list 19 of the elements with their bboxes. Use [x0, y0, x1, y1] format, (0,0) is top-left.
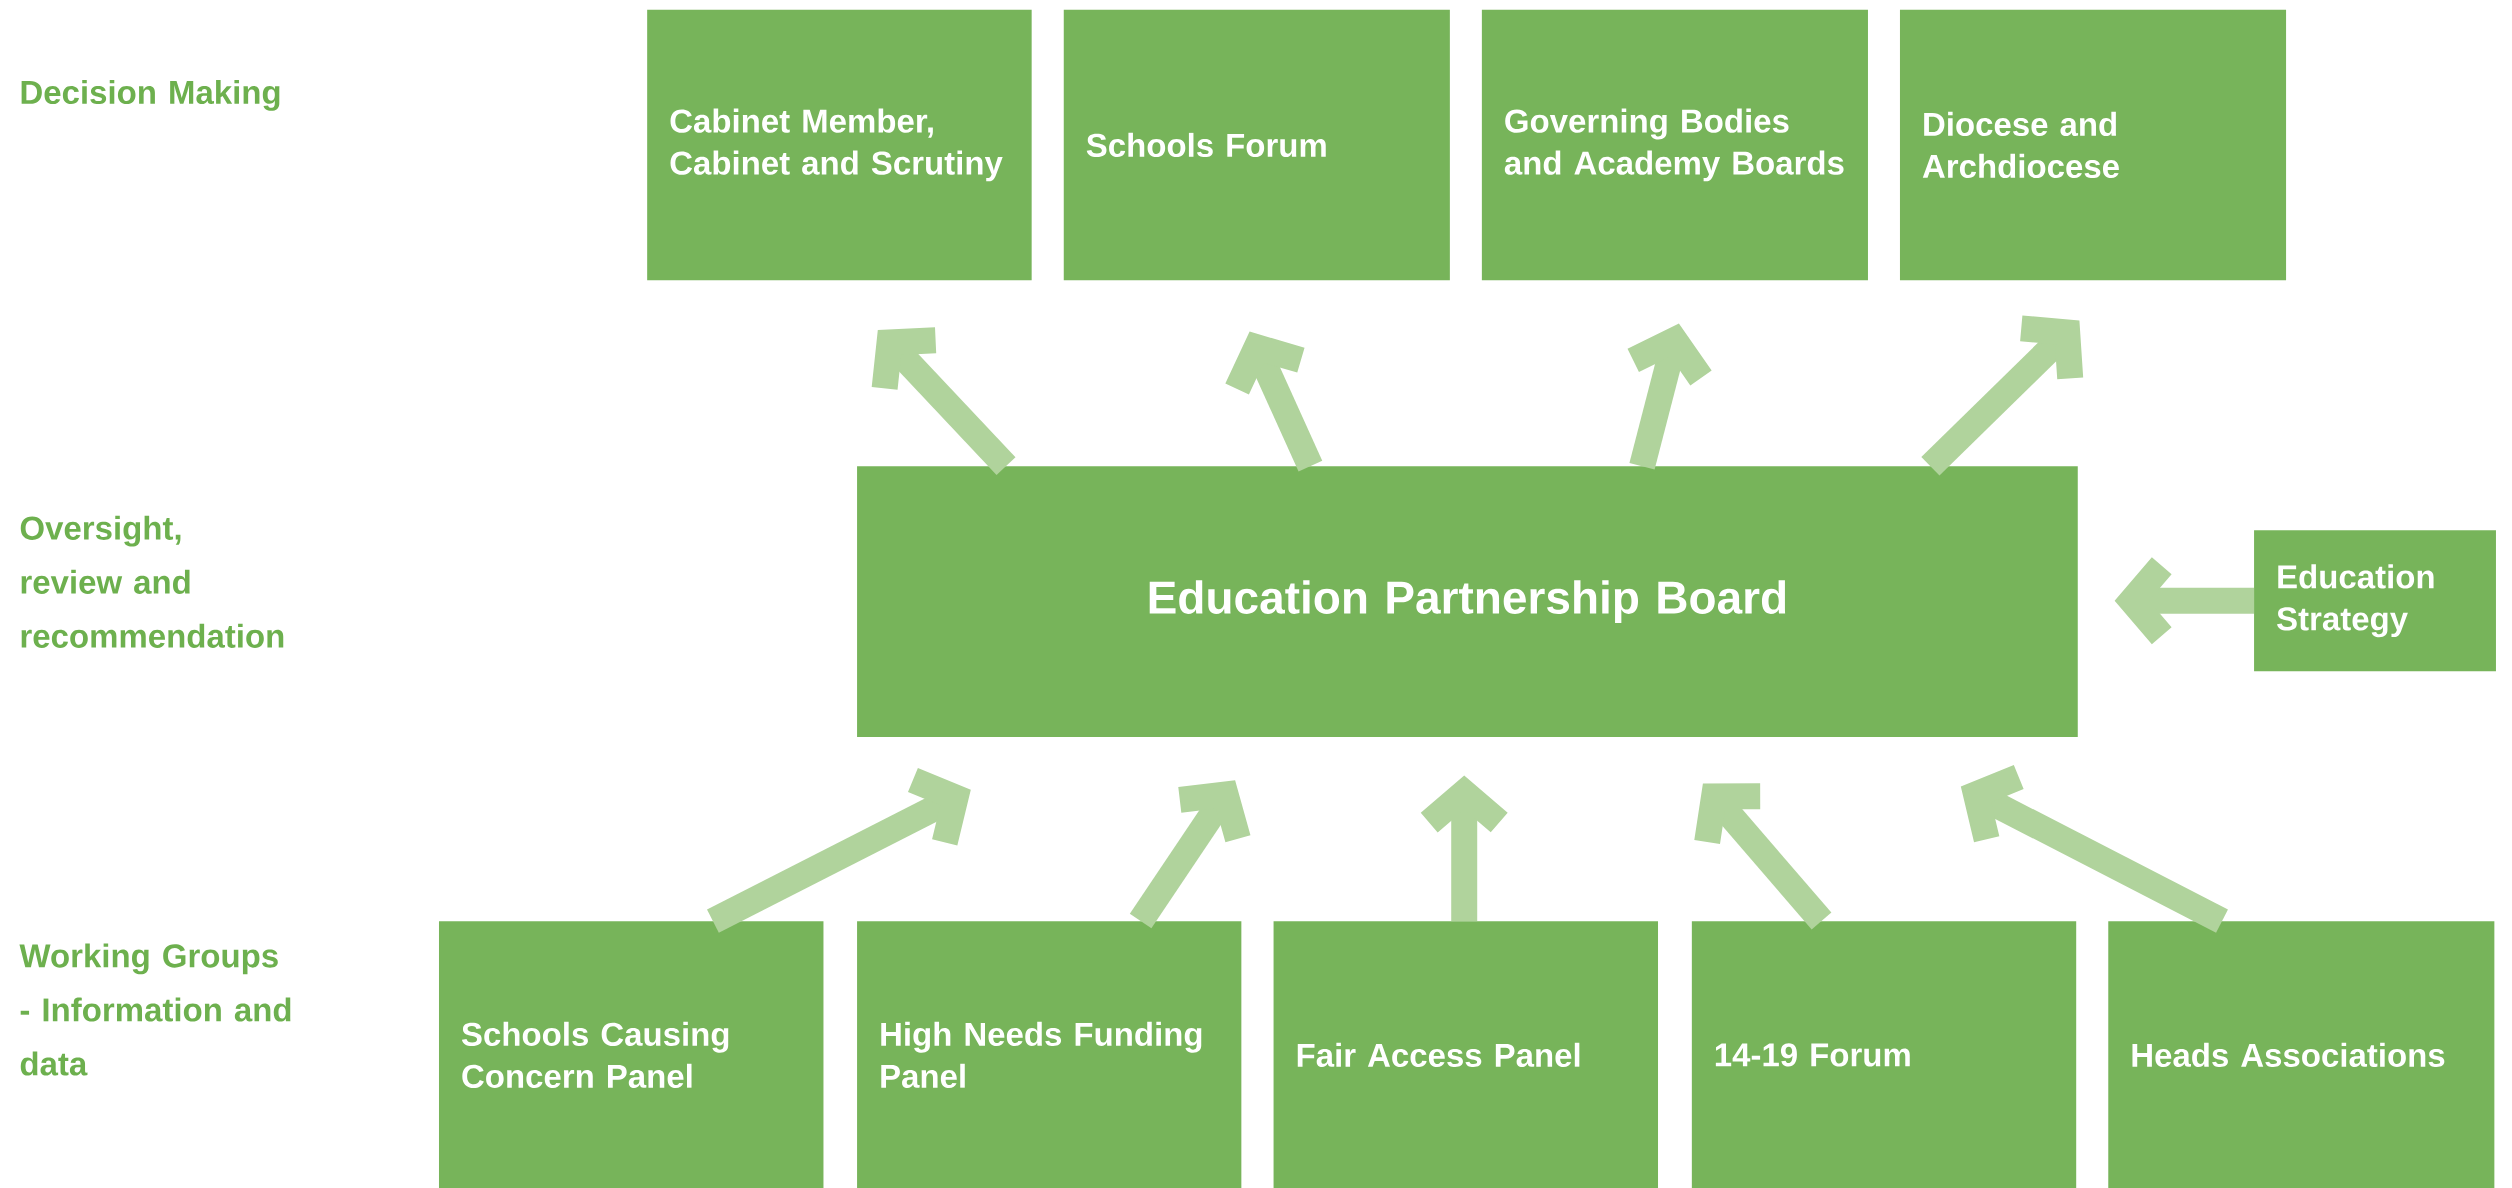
- row-label: Oversight, review and recommendation: [20, 515, 284, 648]
- row-label: Decision Making: [21, 79, 280, 111]
- arrow: [1921, 315, 2084, 476]
- process-box: Heads Associations: [2108, 921, 2495, 1188]
- process-box: Education Partnership Board: [857, 466, 2078, 737]
- process-box: 14-19 Forum: [1691, 921, 2077, 1188]
- process-box: High Needs Funding Panel: [857, 921, 1242, 1188]
- row-label: Working Groups - Information and data: [19, 943, 291, 1076]
- process-box: Fair Access Panel: [1273, 921, 1659, 1188]
- arrow: [707, 767, 971, 933]
- process-box: Schools Causing Concern Panel: [438, 921, 824, 1188]
- process-box: Schools Forum: [1063, 9, 1450, 281]
- process-box: Diocese and Archdiocese: [1899, 9, 2287, 281]
- process-box: Governing Bodies and Academy Boards: [1481, 9, 1868, 281]
- process-box: Education Strategy: [2254, 530, 2496, 672]
- arrow: [1960, 765, 2228, 933]
- arrow: [871, 327, 1016, 476]
- process-box: Cabinet Member, Cabinet and Scrutiny: [647, 9, 1032, 281]
- arrow: [1694, 783, 1832, 930]
